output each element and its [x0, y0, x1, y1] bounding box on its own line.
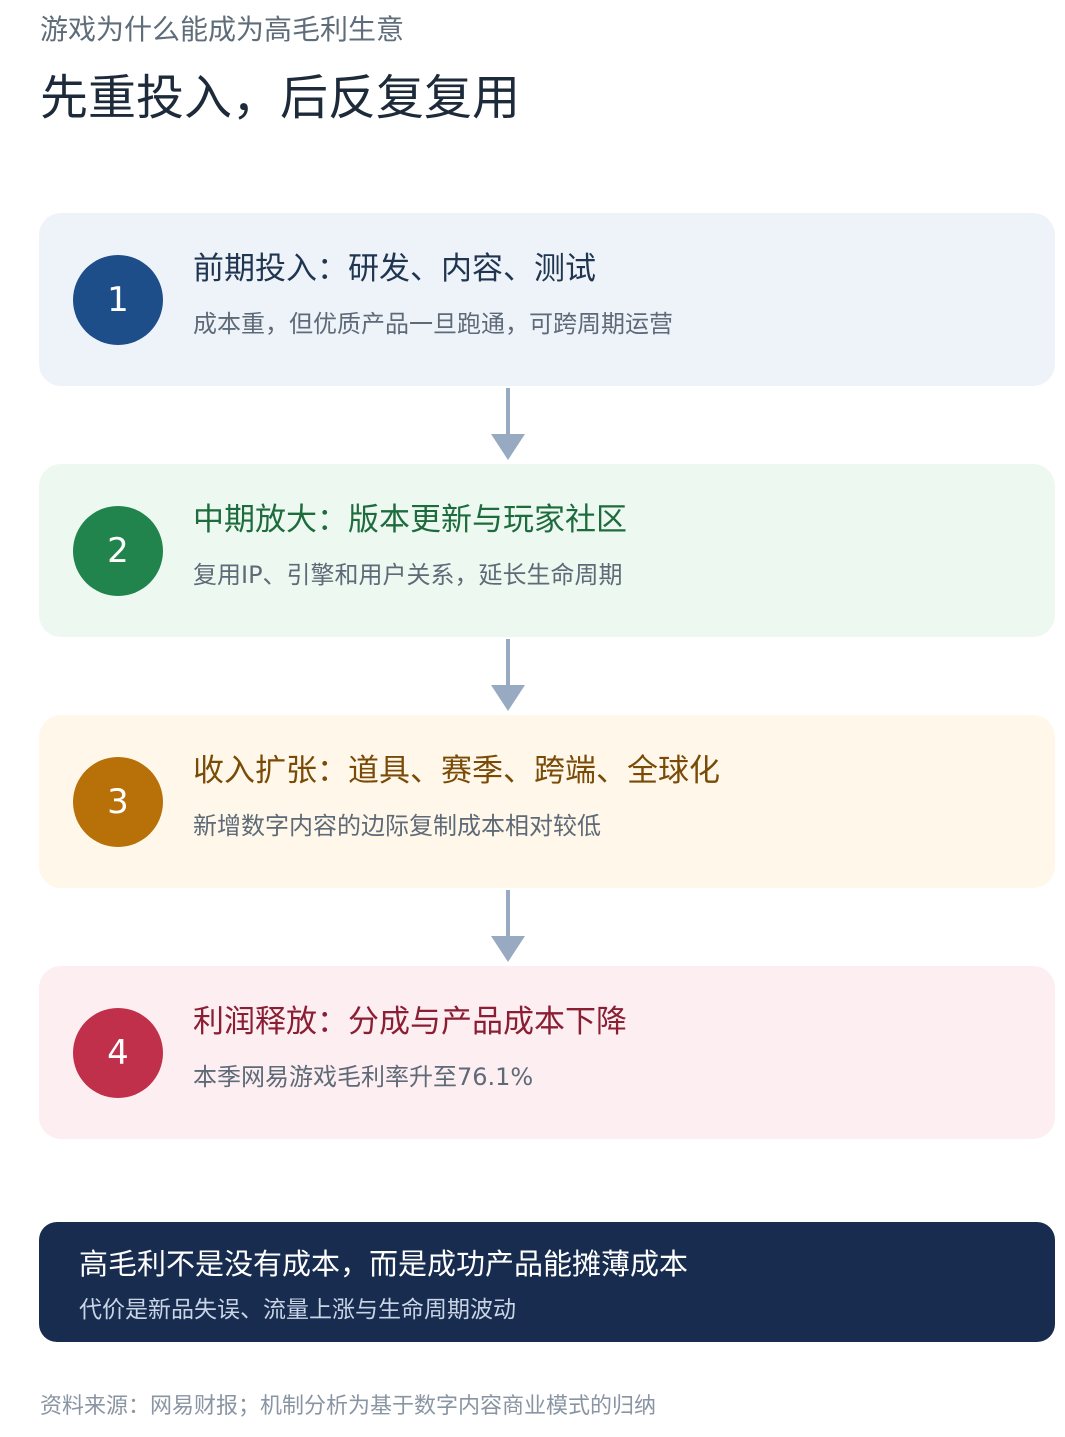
step-number-badge: 2 [73, 506, 163, 596]
source-note: 资料来源：网易财报；机制分析为基于数字内容商业模式的归纳 [40, 1394, 657, 1419]
page-title: 先重投入，后反复复用 [40, 70, 521, 126]
step-card-1: 1 前期投入：研发、内容、测试 成本重，但优质产品一旦跑通，可跨周期运营 [39, 213, 1055, 386]
step-heading: 前期投入：研发、内容、测试 [193, 251, 596, 287]
step-card-3: 3 收入扩张：道具、赛季、跨端、全球化 新增数字内容的边际复制成本相对较低 [39, 715, 1055, 888]
summary-subline: 代价是新品失误、流量上涨与生命周期波动 [79, 1297, 516, 1323]
step-number-badge: 3 [73, 757, 163, 847]
down-arrow-icon [491, 890, 525, 962]
summary-headline: 高毛利不是没有成本，而是成功产品能摊薄成本 [79, 1247, 689, 1281]
step-heading: 中期放大：版本更新与玩家社区 [193, 502, 627, 538]
step-description: 本季网易游戏毛利率升至76.1% [193, 1063, 534, 1091]
step-card-2: 2 中期放大：版本更新与玩家社区 复用IP、引擎和用户关系，延长生命周期 [39, 464, 1055, 637]
summary-banner: 高毛利不是没有成本，而是成功产品能摊薄成本 代价是新品失误、流量上涨与生命周期波… [39, 1222, 1055, 1342]
step-description: 成本重，但优质产品一旦跑通，可跨周期运营 [193, 310, 673, 338]
page-subtitle: 游戏为什么能成为高毛利生意 [40, 13, 405, 46]
step-description: 复用IP、引擎和用户关系，延长生命周期 [193, 561, 623, 589]
step-number-badge: 1 [73, 255, 163, 345]
step-number-badge: 4 [73, 1008, 163, 1098]
down-arrow-icon [491, 639, 525, 711]
down-arrow-icon [491, 388, 525, 460]
step-card-4: 4 利润释放：分成与产品成本下降 本季网易游戏毛利率升至76.1% [39, 966, 1055, 1139]
step-heading: 利润释放：分成与产品成本下降 [193, 1004, 627, 1040]
step-description: 新增数字内容的边际复制成本相对较低 [193, 812, 601, 840]
process-steps: 1 前期投入：研发、内容、测试 成本重，但优质产品一旦跑通，可跨周期运营 2 中… [39, 213, 1055, 1139]
step-heading: 收入扩张：道具、赛季、跨端、全球化 [193, 753, 720, 789]
